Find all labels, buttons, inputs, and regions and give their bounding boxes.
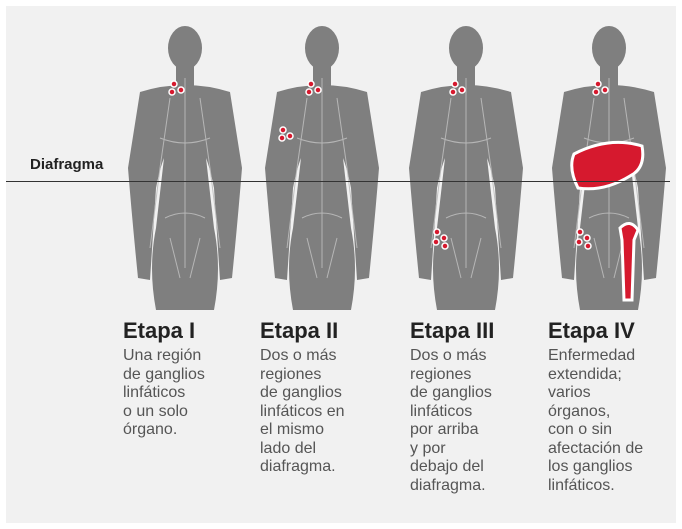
liver-organ <box>570 140 645 191</box>
lymph-node-cluster <box>168 80 185 96</box>
stage-description: Una región de ganglios linfáticos o un s… <box>123 347 263 440</box>
stage-description-line: linfáticos <box>123 384 186 401</box>
stage-title: Etapa IV <box>548 318 635 343</box>
stage-2: Etapa II Dos o más regiones de ganglios … <box>260 318 400 477</box>
stage-title: Etapa I <box>123 318 196 343</box>
stage-description-line: órgano. <box>123 421 178 438</box>
body-figure-stage-4 <box>552 26 666 310</box>
diaphragm-label: Diafragma <box>30 156 104 173</box>
stage-description-line: lado del <box>260 439 317 457</box>
stage-description-line: extendida; <box>548 365 622 383</box>
lymph-node-cluster <box>575 80 609 250</box>
stage-description-line: Una región <box>123 347 202 364</box>
lymph-vessels <box>430 78 502 279</box>
stage-description-line: varios <box>548 384 591 401</box>
stage-description-line: afectación de <box>548 439 644 457</box>
stage-description-line: o un solo <box>123 402 188 420</box>
diaphragm-line <box>6 181 670 182</box>
stage-description: Dos o más regiones de ganglios linfático… <box>260 347 400 477</box>
figures-row <box>128 26 666 310</box>
femur-bone <box>618 222 640 302</box>
stage-4: Etapa IV Enfermedad extendida; varios ór… <box>548 318 682 495</box>
stage-description-line: con o sin <box>548 421 613 438</box>
stage-description-line: linfáticos en <box>260 402 345 420</box>
stage-description-line: regiones <box>410 365 472 383</box>
lymph-vessels <box>149 78 221 279</box>
stage-description-line: diafragma. <box>410 476 486 494</box>
stage-description-line: Dos o más <box>410 347 487 364</box>
stage-description-line: y por <box>410 439 446 457</box>
lymph-node-cluster <box>432 80 466 250</box>
stage-3: Etapa III Dos o más regiones de ganglios… <box>410 318 550 495</box>
lymph-vessels <box>286 78 358 279</box>
stage-description-line: linfáticos <box>410 402 473 420</box>
stage-1: Etapa I Una región de ganglios linfático… <box>123 318 263 440</box>
stage-description-line: linfáticos. <box>548 476 615 494</box>
stage-description-line: órganos, <box>548 402 611 420</box>
stage-description-line: los ganglios <box>548 458 633 475</box>
stage-description-line: de ganglios <box>260 384 342 401</box>
body-figure-stage-1 <box>128 26 242 310</box>
body-figure-stage-3 <box>409 26 523 310</box>
stage-title: Etapa III <box>410 318 495 343</box>
stage-title: Etapa II <box>260 318 339 343</box>
stage-description-line: debajo del <box>410 458 484 475</box>
stage-description-line: regiones <box>260 365 322 383</box>
stage-description-line: el mismo <box>260 421 325 438</box>
stage-description-line: por arriba <box>410 421 479 438</box>
stage-description-line: de ganglios <box>410 384 492 401</box>
stage-description-line: diafragma. <box>260 458 336 475</box>
stage-description-line: Enfermedad <box>548 347 636 364</box>
lymph-node-cluster <box>278 80 322 142</box>
stage-description-line: Dos o más <box>260 347 337 364</box>
stage-description-line: de ganglios <box>123 365 205 383</box>
stage-description: Dos o más regiones de ganglios linfático… <box>410 347 550 495</box>
stage-description: Enfermedad extendida; varios órganos, co… <box>548 347 682 495</box>
body-figure-stage-2 <box>265 26 379 310</box>
